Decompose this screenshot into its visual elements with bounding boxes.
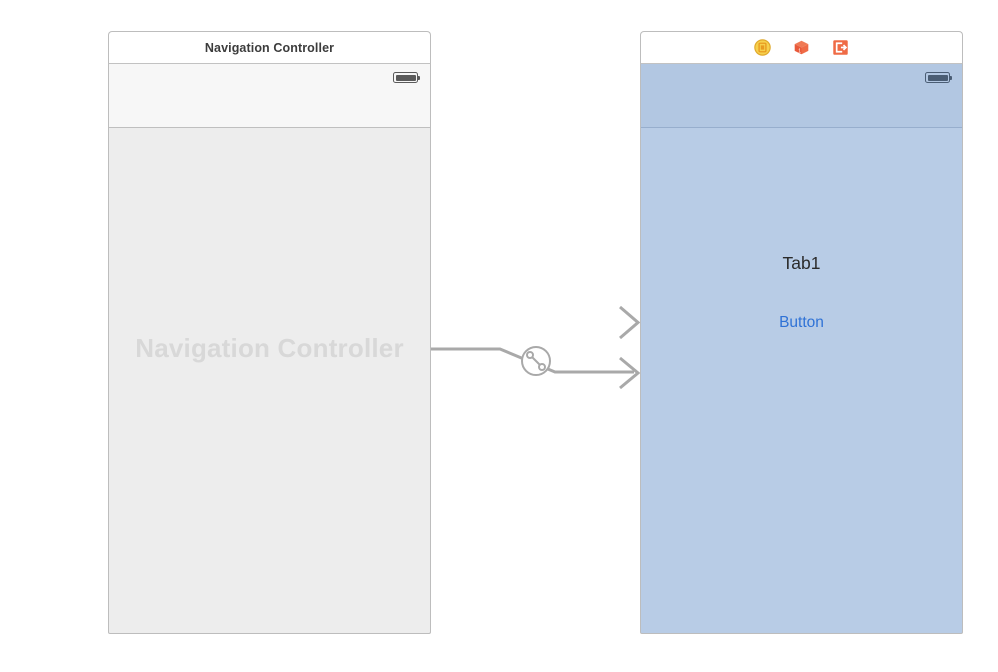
battery-fill [395, 74, 416, 81]
navigation-controller-placeholder-label: Navigation Controller [135, 333, 404, 363]
battery-icon [393, 72, 420, 83]
status-bar-area-tab1[interactable] [641, 64, 962, 128]
first-responder-icon[interactable]: 1 [793, 39, 810, 56]
scene-dock-navigation-controller[interactable]: Navigation Controller [108, 31, 431, 64]
scene-dock-tab1[interactable]: 1 [640, 31, 963, 64]
view-controller-content[interactable]: Tab1 Button [641, 128, 962, 633]
scene-dock-title: Navigation Controller [204, 40, 335, 55]
device-frame-navigation-controller[interactable]: Navigation Controller [108, 64, 431, 634]
relationship-segue-icon[interactable] [521, 346, 551, 376]
navigation-bar-area[interactable] [109, 64, 430, 128]
segue-arrow-top[interactable] [548, 305, 641, 340]
view-controller-icon[interactable] [754, 39, 771, 56]
svg-text:1: 1 [798, 48, 801, 54]
battery-fill [927, 74, 948, 81]
device-frame-tab1[interactable]: Tab1 Button [640, 64, 963, 634]
scene-navigation-controller[interactable]: Navigation Controller Navigation Control… [108, 31, 431, 634]
relationship-segue-arrow-bottom[interactable] [431, 347, 641, 390]
scene-tab1-view-controller[interactable]: 1 Tab1 Button [640, 31, 963, 634]
tab-title-label: Tab1 [782, 253, 821, 273]
tab-action-button[interactable]: Button [779, 314, 824, 331]
battery-icon [925, 72, 952, 83]
exit-icon[interactable] [832, 39, 849, 56]
